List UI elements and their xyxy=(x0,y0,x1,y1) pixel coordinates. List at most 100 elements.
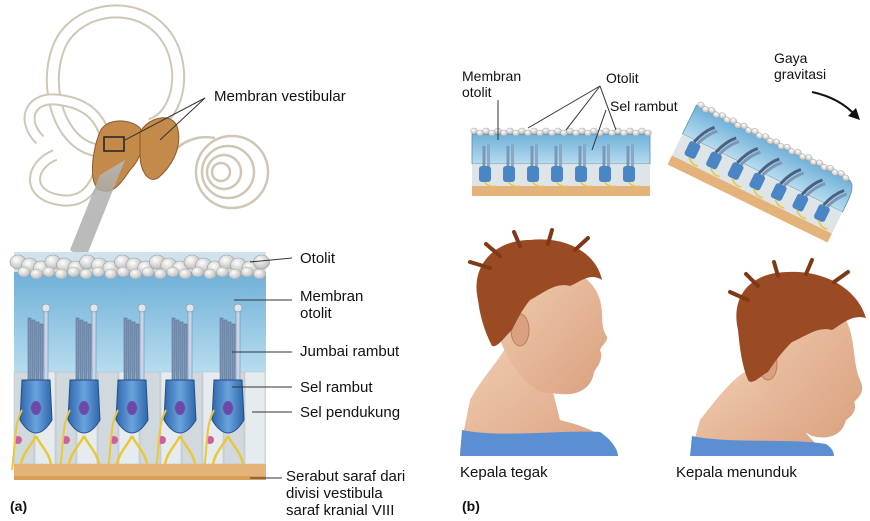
otolith-crystal xyxy=(142,267,154,277)
label-head-upright: Kepala tegak xyxy=(460,464,548,481)
otolith-crystal xyxy=(92,267,104,277)
stereocilium xyxy=(579,146,582,166)
otolith-crystal xyxy=(192,267,204,277)
nucleus xyxy=(31,401,41,415)
label-hair-cell-a: Sel rambut xyxy=(300,379,373,396)
cochlea xyxy=(175,136,268,208)
shirt-upright xyxy=(460,430,618,456)
stereocilium xyxy=(80,320,83,380)
stereocilium xyxy=(40,324,43,380)
otolith-crystal xyxy=(254,269,266,279)
otolith-crystal xyxy=(18,267,30,277)
stereocilium xyxy=(84,322,87,380)
kinocilium-tip xyxy=(90,304,98,312)
inner-ear-illustration xyxy=(30,11,268,208)
kinocilium xyxy=(140,308,144,380)
otolith-crystal xyxy=(105,269,117,279)
otolith-crystal xyxy=(229,269,241,279)
kinocilium xyxy=(188,308,192,380)
otolith-crystal xyxy=(254,255,270,269)
stereocilium xyxy=(132,322,135,380)
otolith-crystal xyxy=(154,269,166,279)
label-head-bowed: Kepala menunduk xyxy=(676,464,797,481)
gravity-arrow xyxy=(812,92,856,116)
stereocilium xyxy=(88,324,91,380)
head-bowed xyxy=(690,260,866,456)
kinocilium-tip xyxy=(186,304,194,312)
otolith-crystal xyxy=(167,267,179,277)
stereocilium xyxy=(124,318,127,380)
label-hair-cell-b: Sel rambut xyxy=(610,98,678,114)
label-otolith-membrane-a-1: Membran xyxy=(300,288,363,305)
kinocilium-tip xyxy=(138,304,146,312)
stereocilium xyxy=(228,322,231,380)
stereocilium xyxy=(28,318,31,380)
nucleus xyxy=(175,401,185,415)
nucleus xyxy=(79,401,89,415)
kinocilium xyxy=(44,308,48,380)
kinocilium-tip xyxy=(234,304,242,312)
stereocilium xyxy=(220,318,223,380)
otolith-crystal xyxy=(216,267,228,277)
stereocilium xyxy=(172,318,175,380)
head-upright xyxy=(460,230,618,456)
stereocilium xyxy=(627,146,630,166)
hair-cell-body xyxy=(503,166,515,182)
stereocilium xyxy=(555,146,558,166)
macula-tilted xyxy=(668,101,859,243)
stereocilium xyxy=(128,320,131,380)
otolith-crystal xyxy=(117,267,129,277)
stereocilium xyxy=(607,144,610,166)
macula-cross-section xyxy=(10,252,270,480)
kinocilium-tip xyxy=(42,304,50,312)
hair-cell-body xyxy=(479,166,491,182)
stereocilium xyxy=(76,318,79,380)
kinocilium xyxy=(92,308,96,380)
stereocilium xyxy=(483,146,486,166)
stereocilium xyxy=(184,324,187,380)
panel-b-tag: (b) xyxy=(462,498,480,514)
stereocilium xyxy=(631,144,634,166)
stereocilium xyxy=(507,146,510,166)
nucleus xyxy=(223,401,233,415)
stereocilium xyxy=(136,324,139,380)
stereocilium xyxy=(559,144,562,166)
otolith-crystal xyxy=(645,130,652,136)
otolith-crystal xyxy=(68,267,80,277)
hair-cell-body xyxy=(575,166,587,182)
otolith-crystal xyxy=(204,269,216,279)
stereocilium xyxy=(531,146,534,166)
hair-cell-body xyxy=(599,166,611,182)
label-nerve-3: saraf kranial VIII xyxy=(286,502,394,519)
kinocilium xyxy=(236,308,240,380)
stereocilium xyxy=(36,322,39,380)
otolith-crystal xyxy=(130,269,142,279)
label-otolith-membrane-a-2: otolit xyxy=(300,305,332,322)
label-support-cell: Sel pendukung xyxy=(300,404,400,421)
stereocilium xyxy=(176,320,179,380)
hair-cell-body xyxy=(551,166,563,182)
label-hair-tuft: Jumbai rambut xyxy=(300,343,399,360)
stereocilium xyxy=(32,320,35,380)
stereocilium xyxy=(603,146,606,166)
label-gravity-2: gravitasi xyxy=(774,66,826,82)
stereocilium xyxy=(583,144,586,166)
otolith-crystal xyxy=(80,269,92,279)
hair-cell-body xyxy=(527,166,539,182)
label-otolith-membrane-b-1: Membran xyxy=(462,68,521,84)
stereocilium xyxy=(535,144,538,166)
stereocilium xyxy=(511,144,514,166)
saccule xyxy=(140,118,179,180)
hair-cell-body xyxy=(623,166,635,182)
otolith-crystal xyxy=(30,269,42,279)
basement-membrane xyxy=(14,464,266,478)
label-vestibular-membrane: Membran vestibular xyxy=(214,88,346,105)
otolith-crystal xyxy=(241,267,253,277)
otolith-crystal xyxy=(43,267,55,277)
label-nerve-2: divisi vestibula xyxy=(286,485,383,502)
stereocilium xyxy=(224,320,227,380)
stereocilium xyxy=(487,144,490,166)
label-nerve-1: Serabut saraf dari xyxy=(286,468,405,485)
otolith-crystal xyxy=(55,269,67,279)
